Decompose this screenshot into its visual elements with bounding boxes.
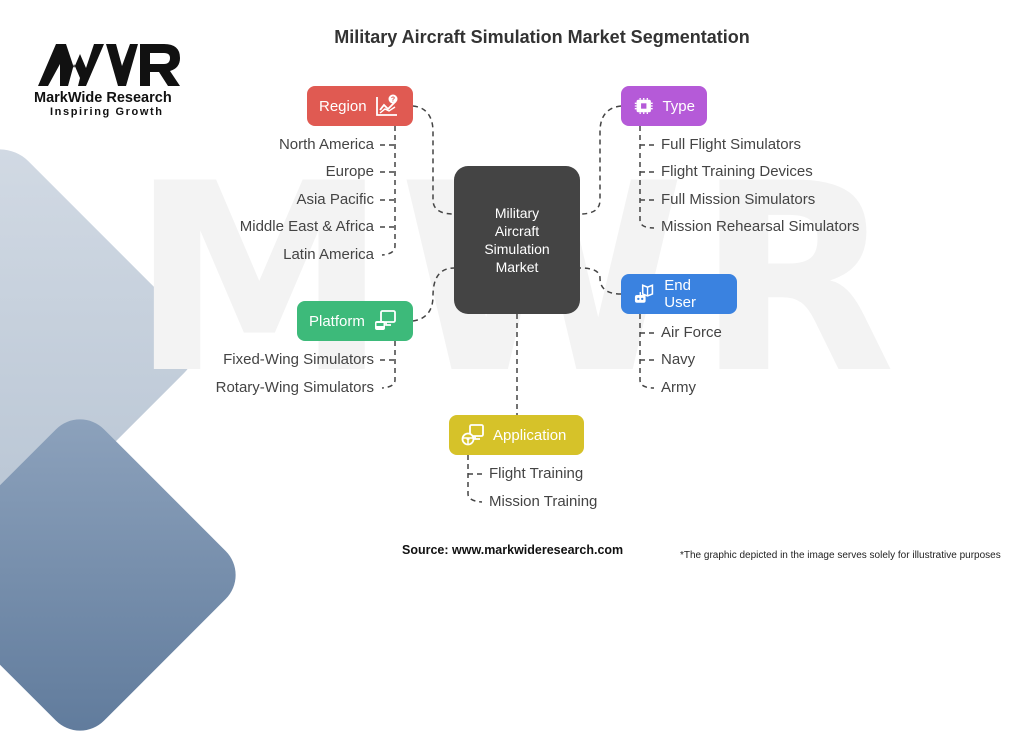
connector-type-center bbox=[579, 105, 622, 215]
source-text: Source: www.markwideresearch.com bbox=[402, 543, 624, 557]
connector-enduser-center bbox=[579, 267, 622, 295]
monitor-vehicle-icon bbox=[374, 310, 396, 330]
application-item: Mission Training bbox=[489, 493, 598, 510]
svg-text:?: ? bbox=[390, 97, 394, 104]
connector-platform-center bbox=[412, 267, 455, 322]
connector-region-center bbox=[412, 105, 455, 215]
region-item: North America bbox=[278, 136, 374, 153]
end-user-item: Navy bbox=[661, 351, 696, 368]
type-item: Full Mission Simulators bbox=[661, 191, 816, 208]
center-label: Military Aircraft Simulation Market bbox=[484, 205, 550, 275]
platform-item: Rotary-Wing Simulators bbox=[215, 379, 374, 396]
type-item: Flight Training Devices bbox=[661, 163, 813, 180]
region-item: Latin America bbox=[283, 246, 374, 263]
category-end-user-label: End User bbox=[664, 277, 696, 311]
category-application-label: Application bbox=[493, 426, 567, 444]
region-item: Asia Pacific bbox=[296, 191, 374, 208]
center-node: Military Aircraft Simulation Market bbox=[454, 166, 580, 314]
type-item: Full Flight Simulators bbox=[661, 136, 802, 153]
region-item: Europe bbox=[325, 163, 374, 180]
region-item: Middle East & Africa bbox=[239, 218, 374, 235]
connector-application-items bbox=[467, 455, 483, 503]
platform-item: Fixed-Wing Simulators bbox=[223, 351, 374, 368]
category-platform[interactable]: Platform bbox=[297, 301, 413, 341]
logo-name: MarkWide Research bbox=[34, 90, 172, 106]
category-type-label: Type bbox=[662, 97, 695, 115]
chart-question-icon: ? bbox=[375, 94, 398, 116]
logo: MarkWide Research Inspiring Growth bbox=[34, 40, 194, 118]
book-robot-icon bbox=[634, 284, 654, 303]
connectors bbox=[380, 105, 655, 503]
chip-icon bbox=[634, 97, 653, 115]
connector-enduser-items bbox=[639, 314, 655, 389]
logo-tagline: Inspiring Growth bbox=[50, 106, 164, 118]
steering-monitor-icon bbox=[461, 424, 484, 446]
connector-region-items bbox=[381, 126, 396, 256]
category-end-user[interactable]: End User bbox=[621, 274, 737, 314]
type-item: Mission Rehearsal Simulators bbox=[661, 218, 860, 235]
connector-type-items bbox=[639, 126, 655, 229]
connector-platform-items bbox=[381, 341, 396, 389]
page-title: Military Aircraft Simulation Market Segm… bbox=[334, 27, 750, 47]
mwr-logo-mark-icon bbox=[38, 44, 180, 86]
category-type[interactable]: Type bbox=[621, 86, 707, 126]
category-application[interactable]: Application bbox=[449, 415, 584, 455]
category-region[interactable]: Region ? bbox=[307, 86, 413, 126]
end-user-item: Army bbox=[661, 379, 696, 396]
category-platform-label: Platform bbox=[309, 312, 365, 330]
category-region-label: Region bbox=[319, 97, 367, 115]
disclaimer-text: *The graphic depicted in the image serve… bbox=[680, 550, 1001, 561]
end-user-item: Air Force bbox=[661, 324, 722, 341]
application-item: Flight Training bbox=[489, 465, 584, 482]
